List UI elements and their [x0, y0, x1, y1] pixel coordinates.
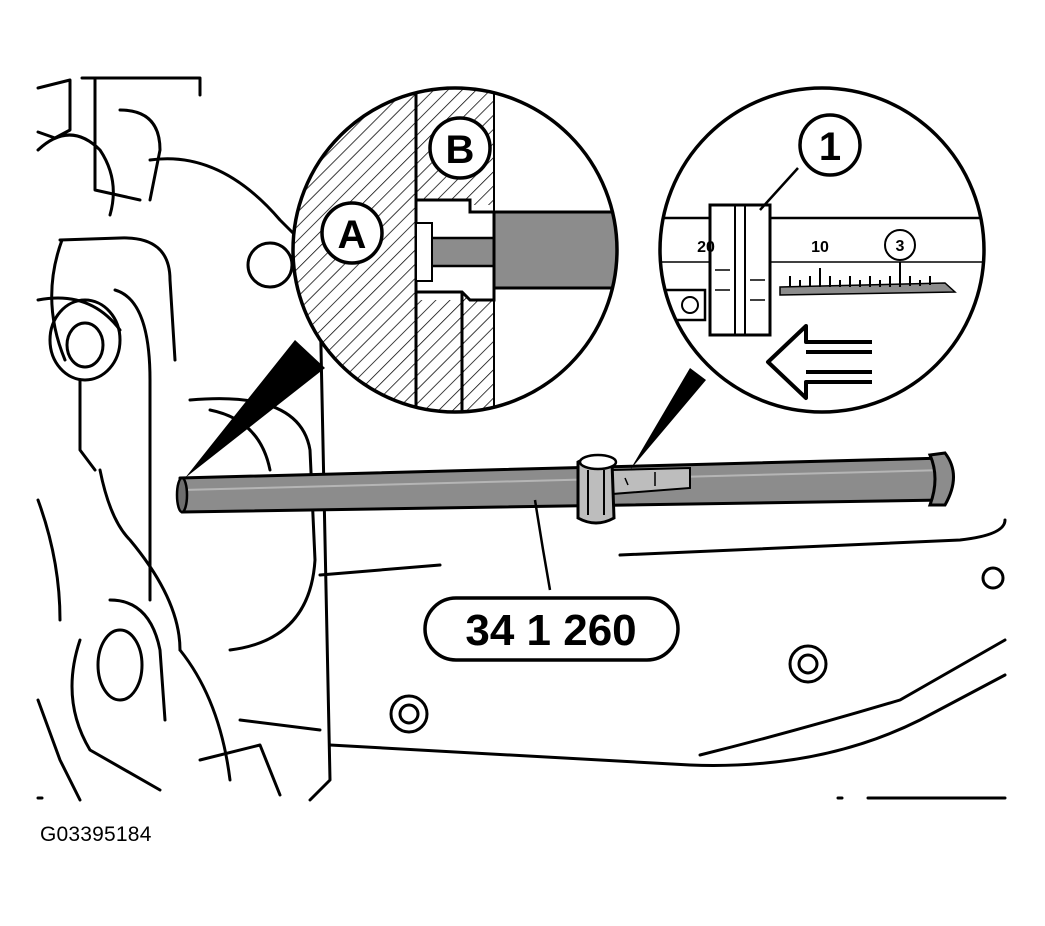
arrow-left-icon [766, 324, 872, 400]
detail-view-a-b: A B [291, 86, 619, 414]
callout-1-marker [798, 113, 862, 177]
figure-reference-code: G03395184 [40, 823, 152, 846]
callout-a-marker [320, 201, 384, 265]
tool-number-label: 34 1 260 [465, 606, 636, 655]
caliper-housing [36, 76, 332, 802]
scale-label-mid: 10 [811, 239, 829, 256]
callout-b-label: B [446, 128, 475, 172]
callout-a-label: A [338, 213, 367, 257]
callout-b-marker [428, 116, 492, 180]
scale-label-right: 3 [896, 238, 905, 255]
scale-label-left: 20 [697, 239, 715, 256]
tool-number-callout: 34 1 260 [423, 499, 680, 662]
callout-wedges [185, 340, 706, 478]
carrier-plate [36, 518, 1007, 800]
detail-view-scale: 20 10 3 1 [658, 86, 986, 414]
scale-label-right-ring [884, 229, 916, 261]
callout-1-label: 1 [819, 125, 841, 169]
measuring-tool-rod [175, 451, 955, 525]
